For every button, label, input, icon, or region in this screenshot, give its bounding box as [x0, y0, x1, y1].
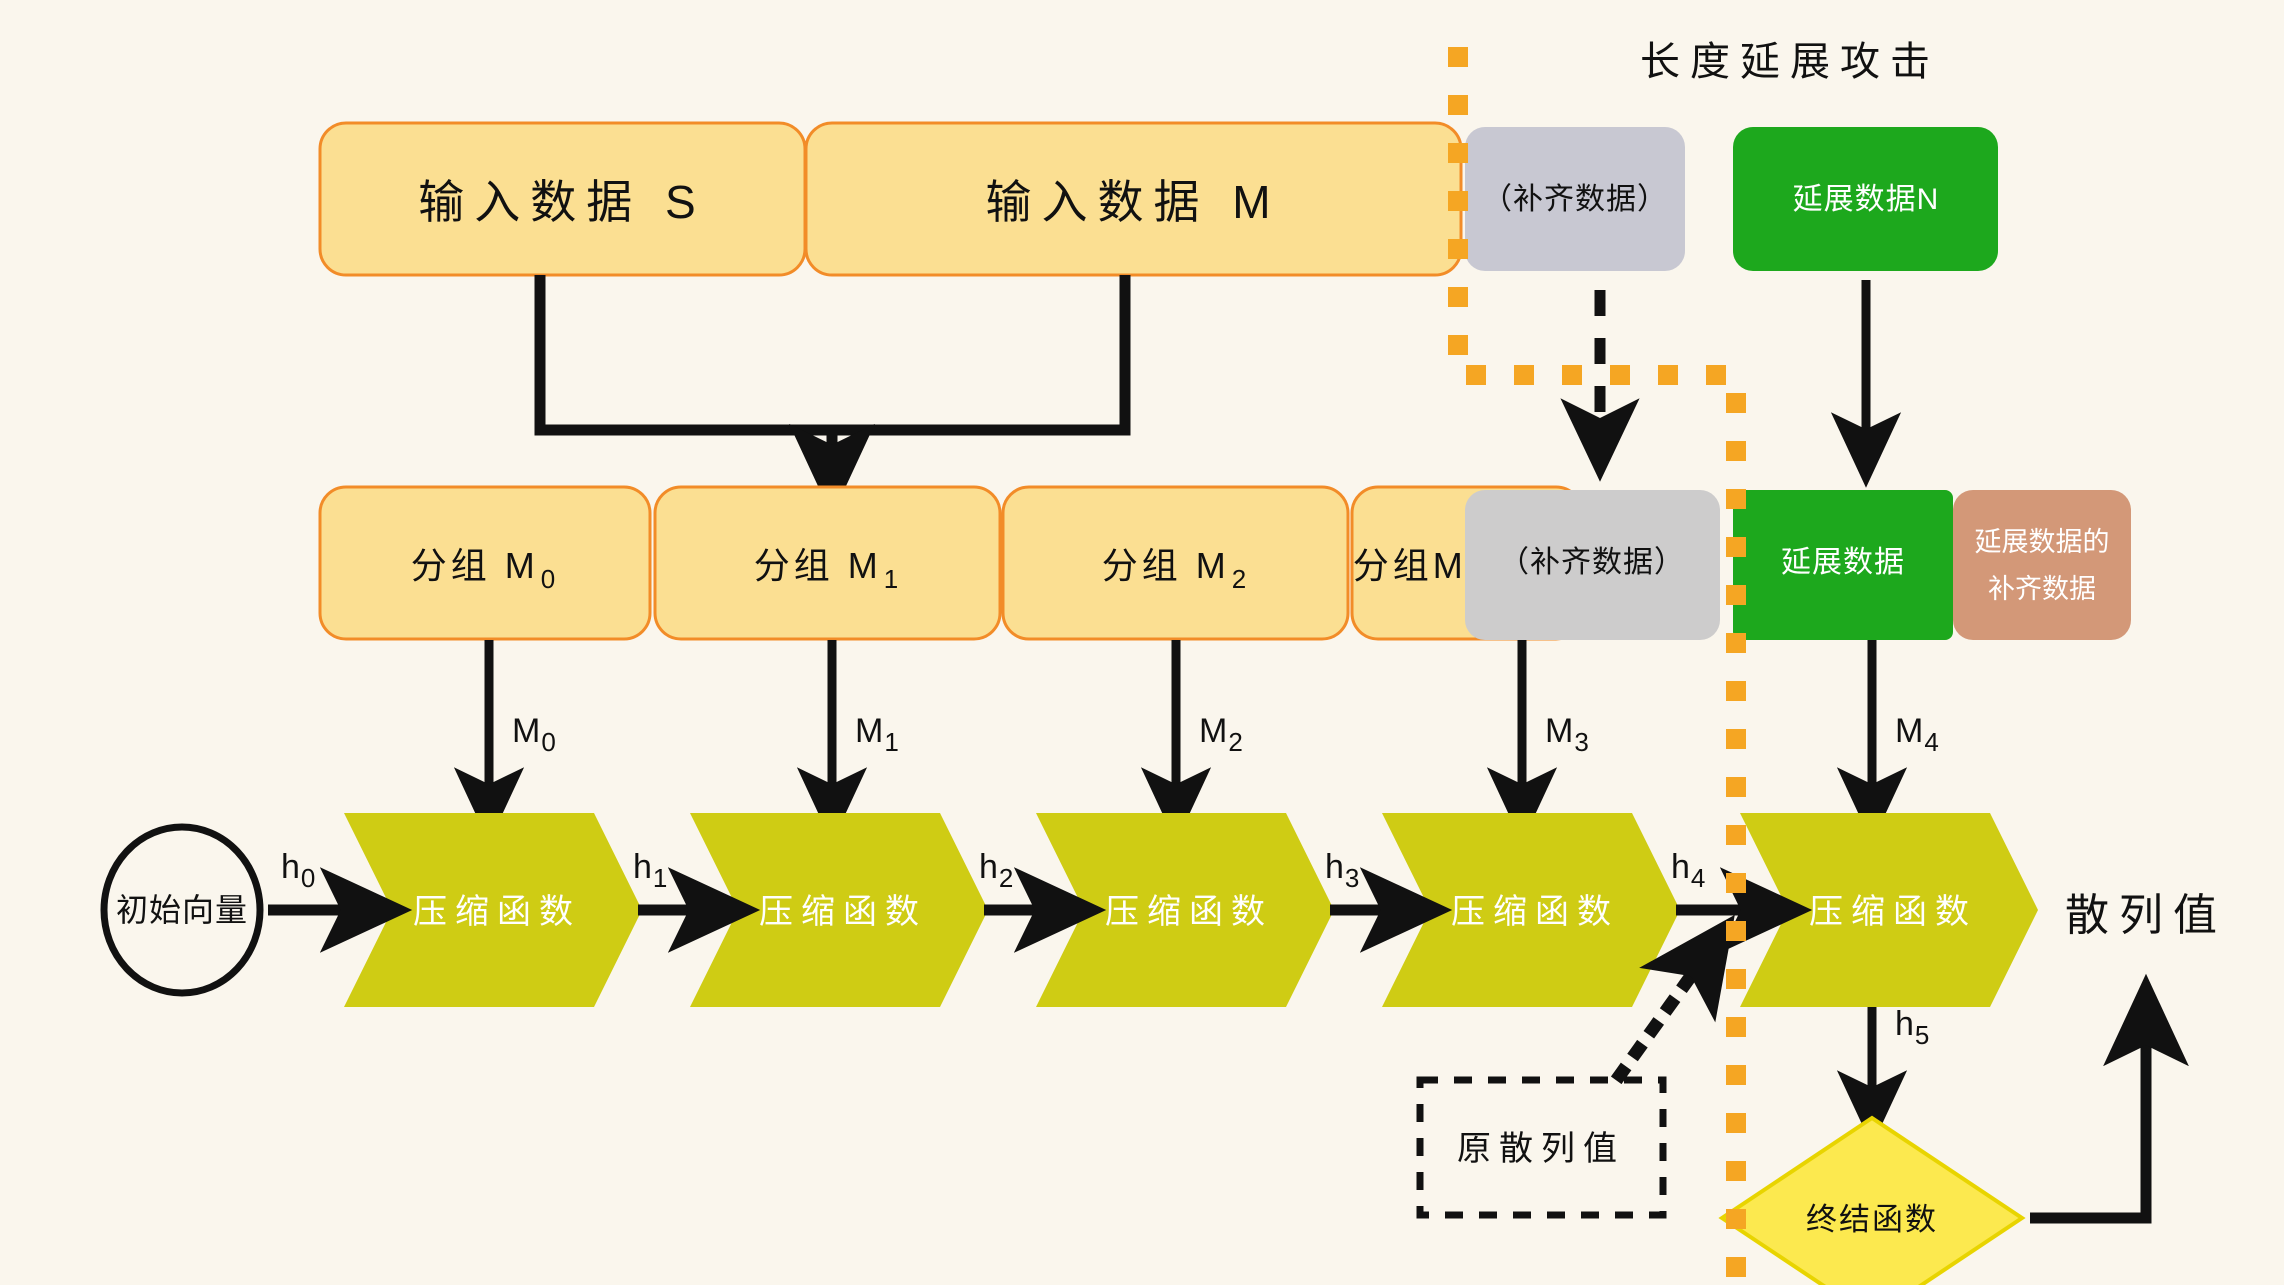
row2-block-extension-padding[interactable]: 延展数据的 补齐数据	[1953, 490, 2131, 640]
svg-text:h0: h0	[281, 848, 315, 893]
compression-function-3-label: 压缩函数	[1105, 893, 1273, 931]
message-label-m2-base: M	[1199, 712, 1227, 750]
row2-label-group-m1: 分组 M	[754, 545, 882, 586]
svg-text:M4: M4	[1895, 712, 1939, 757]
message-arrow-m0: M0	[453, 640, 556, 843]
row1-label-padding: （补齐数据）	[1482, 183, 1668, 216]
message-label-m0-sub: 0	[541, 727, 555, 757]
state-label-h5-base: h	[1895, 1005, 1914, 1043]
state-arrow-h2: h2	[979, 848, 1107, 953]
row2-label-group-m3: 分组M	[1353, 545, 1467, 586]
row2-block-padding[interactable]: （补齐数据）	[1465, 490, 1720, 640]
hash-output-label: 散列值	[2065, 891, 2227, 940]
message-arrow-m3: M3	[1486, 640, 1589, 843]
initial-vector-node[interactable]: 初始向量	[100, 823, 264, 997]
row2-block-group-m1[interactable]: 分组 M1	[653, 485, 1002, 641]
state-label-h3-sub: 3	[1345, 863, 1359, 893]
compression-function-1[interactable]: 压缩函数	[344, 813, 642, 1007]
message-label-m3-base: M	[1545, 712, 1573, 750]
svg-text:M0: M0	[512, 712, 556, 757]
message-label-m3-sub: 3	[1574, 727, 1588, 757]
state-label-h2-sub: 2	[999, 863, 1013, 893]
row1-label-input-m: 输入数据 M	[985, 176, 1280, 228]
row2-label-padding: （补齐数据）	[1499, 546, 1685, 579]
state-label-h2-base: h	[979, 848, 998, 886]
state-arrow-h5: h5	[1836, 1005, 1929, 1146]
state-label-h4-sub: 4	[1691, 863, 1705, 893]
svg-text:h3: h3	[1325, 848, 1359, 893]
state-label-h5-sub: 5	[1915, 1020, 1929, 1050]
diagram-title: 长度延展攻击	[1640, 40, 1940, 84]
row2-block-extension[interactable]: 延展数据	[1733, 490, 1953, 640]
message-label-m1-sub: 1	[884, 727, 898, 757]
row2-sub-group-m0: 0	[541, 564, 559, 594]
svg-text:M3: M3	[1545, 712, 1589, 757]
compression-function-4-label: 压缩函数	[1451, 893, 1619, 931]
svg-text:分组 M1: 分组 M1	[754, 545, 902, 594]
state-arrow-h0: h0	[268, 848, 413, 953]
merge-connector-s-m	[534, 275, 1131, 517]
row1-label-extension-n: 延展数据N	[1793, 183, 1940, 216]
state-label-h0-sub: 0	[301, 863, 315, 893]
compression-function-2-label: 压缩函数	[759, 893, 927, 931]
state-label-h1-base: h	[633, 848, 652, 886]
state-arrow-h4: h4	[1671, 848, 1813, 953]
row1-block-input-s[interactable]: 输入数据 S	[318, 121, 807, 277]
hash-output-connector	[2030, 973, 2189, 1224]
compression-function-2[interactable]: 压缩函数	[690, 813, 988, 1007]
message-label-m0-base: M	[512, 712, 540, 750]
compression-function-3[interactable]: 压缩函数	[1036, 813, 1334, 1007]
state-label-h1-sub: 1	[653, 863, 667, 893]
state-label-h0-base: h	[281, 848, 300, 886]
svg-text:M1: M1	[855, 712, 899, 757]
original-hash-dotted-connector	[1610, 914, 1735, 1085]
state-arrow-h1: h1	[633, 848, 761, 953]
message-label-m4-sub: 4	[1924, 727, 1938, 757]
state-label-h4-base: h	[1671, 848, 1690, 886]
row2-label-group-m2: 分组 M	[1102, 545, 1230, 586]
original-hash-label: 原散列值	[1457, 1130, 1625, 1168]
row2-label-extension-padding-line1: 延展数据的	[1975, 527, 2110, 557]
row1-block-padding[interactable]: （补齐数据）	[1465, 127, 1685, 271]
row2-label-group-m0: 分组 M	[411, 545, 539, 586]
row2-block-group-m0[interactable]: 分组 M0	[318, 485, 652, 641]
message-arrow-m4: M4	[1836, 640, 1939, 843]
row2-block-group-m2[interactable]: 分组 M2	[1001, 485, 1350, 641]
finalization-function-node[interactable]: 终结函数	[1718, 1115, 2026, 1285]
compression-function-1-label: 压缩函数	[413, 893, 581, 931]
svg-text:h2: h2	[979, 848, 1013, 893]
state-arrow-h3: h3	[1325, 848, 1453, 953]
message-arrow-m1: M1	[796, 640, 899, 843]
message-label-m2-sub: 2	[1228, 727, 1242, 757]
attack-boundary-line	[1448, 47, 1746, 1285]
message-label-m4-base: M	[1895, 712, 1923, 750]
svg-text:h1: h1	[633, 848, 667, 893]
compression-function-4[interactable]: 压缩函数	[1382, 813, 1680, 1007]
row2-label-extension-padding-line2: 补齐数据	[1988, 574, 2096, 604]
svg-text:M2: M2	[1199, 712, 1243, 757]
state-label-h3-base: h	[1325, 848, 1344, 886]
svg-text:h4: h4	[1671, 848, 1705, 893]
row2-sub-group-m2: 2	[1232, 564, 1250, 594]
svg-text:h5: h5	[1895, 1005, 1929, 1050]
finalization-function-label: 终结函数	[1806, 1202, 1938, 1237]
compression-function-5-label: 压缩函数	[1809, 893, 1977, 931]
row2-sub-group-m1: 1	[884, 564, 902, 594]
compression-function-5[interactable]: 压缩函数	[1740, 813, 2038, 1007]
row1-block-extension-n[interactable]: 延展数据N	[1733, 127, 1998, 271]
row2-label-extension: 延展数据	[1781, 546, 1905, 579]
svg-text:分组 M2: 分组 M2	[1102, 545, 1250, 594]
row1-block-input-m[interactable]: 输入数据 M	[804, 121, 1463, 277]
row1-label-input-s: 输入数据 S	[418, 176, 705, 228]
message-label-m1-base: M	[855, 712, 883, 750]
original-hash-node[interactable]: 原散列值	[1416, 1076, 1667, 1219]
svg-text:分组 M0: 分组 M0	[411, 545, 559, 594]
message-arrow-m2: M2	[1140, 640, 1243, 843]
initial-vector-label: 初始向量	[116, 892, 248, 928]
